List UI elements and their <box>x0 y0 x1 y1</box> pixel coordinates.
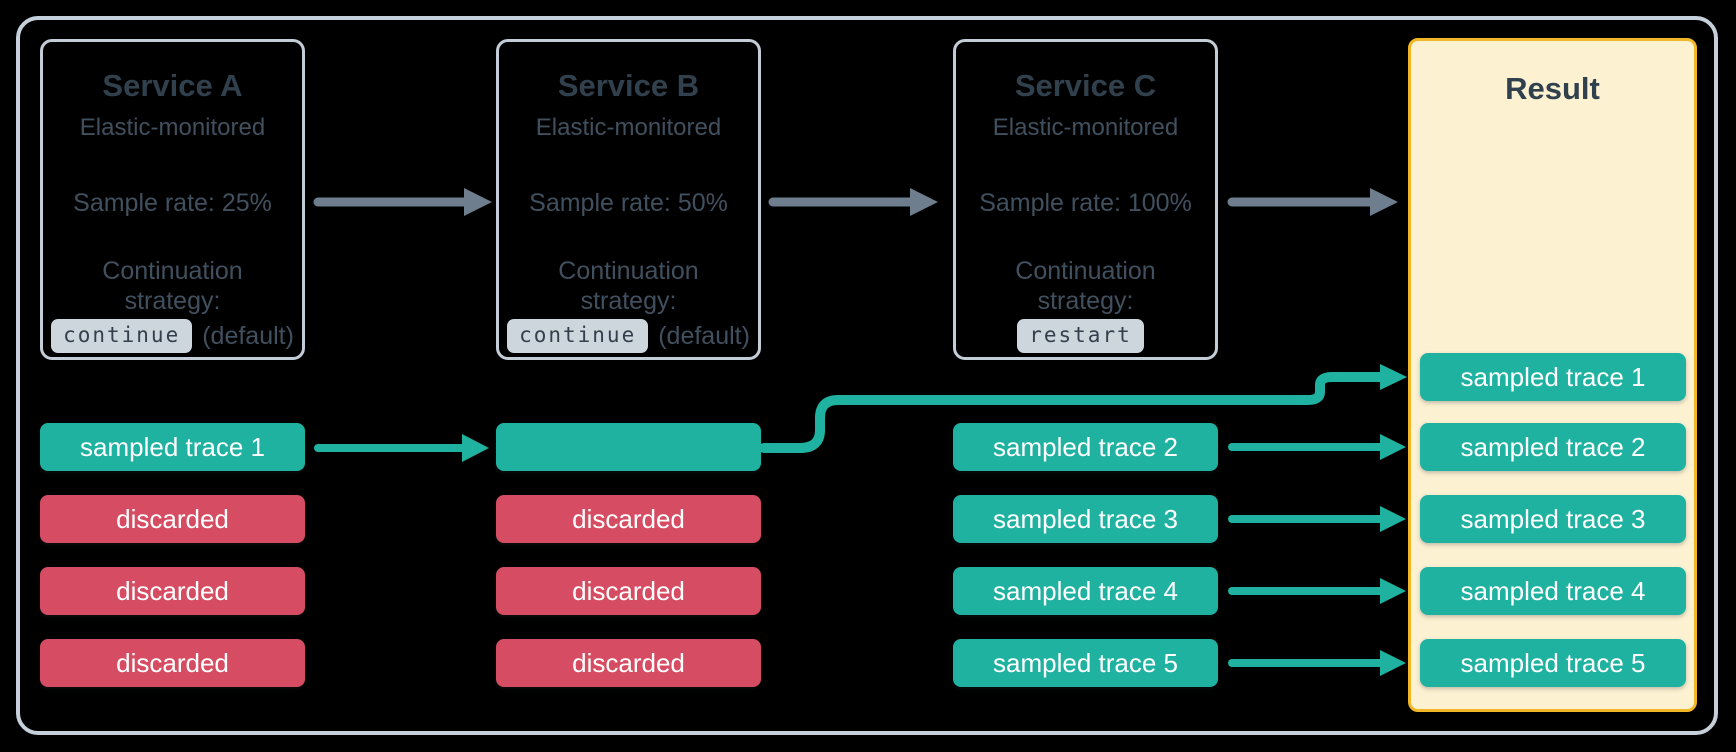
service-a-strategy-row: continue (default) <box>51 319 294 353</box>
service-b-platform: Elastic-monitored <box>535 114 722 141</box>
result-sampled-trace-badge: sampled trace 3 <box>1420 495 1686 543</box>
service-b-discarded-badge: discarded <box>496 639 761 687</box>
service-a-sample-rate: Sample rate: 25% <box>73 189 272 217</box>
service-c-sample-rate: Sample rate: 100% <box>979 189 1192 217</box>
service-b-sampled-trace-badge <box>496 423 761 471</box>
service-a-strategy-label: Continuation strategy: <box>102 257 243 315</box>
service-a-strategy-note: (default) <box>202 321 294 350</box>
service-c-strategy-code-badge: restart <box>1017 319 1144 353</box>
service-c-platform: Elastic-monitored <box>992 114 1179 141</box>
service-a-box: Service A Elastic-monitored Sample rate:… <box>40 39 305 360</box>
service-b-sample-rate: Sample rate: 50% <box>529 189 728 217</box>
result-sampled-trace-badge: sampled trace 1 <box>1420 353 1686 401</box>
service-a-discarded-badge: discarded <box>40 495 305 543</box>
service-c-sampled-trace-badge: sampled trace 3 <box>953 495 1218 543</box>
service-c-sampled-trace-badge: sampled trace 2 <box>953 423 1218 471</box>
service-b-title: Service B <box>557 68 700 103</box>
service-a-discarded-badge: discarded <box>40 639 305 687</box>
result-sampled-trace-badge: sampled trace 2 <box>1420 423 1686 471</box>
service-b-discarded-badge: discarded <box>496 495 761 543</box>
service-b-discarded-badge: discarded <box>496 567 761 615</box>
service-a-sampled-trace-badge: sampled trace 1 <box>40 423 305 471</box>
service-c-strategy-label: Continuation strategy: <box>1015 257 1156 315</box>
service-c-sampled-trace-badge: sampled trace 5 <box>953 639 1218 687</box>
service-a-title: Service A <box>102 68 243 103</box>
service-b-strategy-label: Continuation strategy: <box>558 257 699 315</box>
service-b-box: Service B Elastic-monitored Sample rate:… <box>496 39 761 360</box>
result-sampled-trace-badge: sampled trace 5 <box>1420 639 1686 687</box>
service-c-box: Service C Elastic-monitored Sample rate:… <box>953 39 1218 360</box>
service-a-discarded-badge: discarded <box>40 567 305 615</box>
service-b-strategy-code-badge: continue <box>507 319 649 353</box>
service-c-sampled-trace-badge: sampled trace 4 <box>953 567 1218 615</box>
service-c-strategy-row: restart <box>1017 319 1154 353</box>
result-title: Result <box>1505 71 1600 106</box>
service-b-strategy-row: continue (default) <box>507 319 750 353</box>
service-a-platform: Elastic-monitored <box>79 114 266 141</box>
diagram-outer-frame <box>16 16 1718 735</box>
service-b-strategy-note: (default) <box>658 321 750 350</box>
service-c-title: Service C <box>1014 68 1157 103</box>
result-sampled-trace-badge: sampled trace 4 <box>1420 567 1686 615</box>
service-a-strategy-code-badge: continue <box>51 319 193 353</box>
